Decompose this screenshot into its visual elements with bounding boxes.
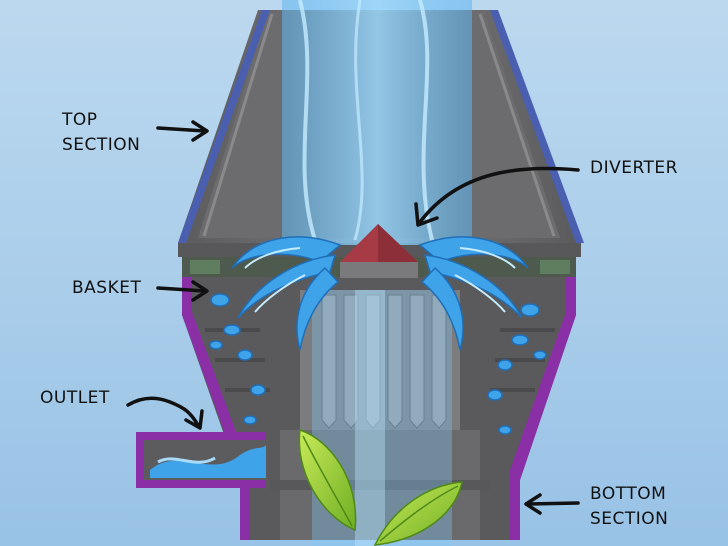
- arrow-outlet: [126, 396, 204, 430]
- label-basket-text: BASKET: [72, 278, 142, 298]
- label-basket: BASKET: [72, 276, 141, 301]
- label-bottom-section-line1: BOTTOM: [590, 484, 667, 504]
- water-splash-highlights: [244, 247, 516, 313]
- arrow-bottom-section: [524, 493, 580, 515]
- label-diverter: DIVERTER: [590, 156, 678, 181]
- leaf-icon: [298, 428, 357, 532]
- outlet-pipe: [136, 432, 268, 488]
- arrow-basket: [156, 280, 209, 302]
- label-top-section-line2: SECTION: [62, 135, 141, 155]
- label-top-section-line1: TOP: [62, 110, 98, 130]
- diverter: [340, 224, 418, 278]
- water-splash: [209, 236, 547, 435]
- arrow-diverter: [414, 166, 580, 227]
- bottom-section: [182, 277, 576, 540]
- label-outlet: OUTLET: [40, 386, 110, 411]
- label-diverter-text: DIVERTER: [590, 158, 678, 178]
- label-bottom-section: BOTTOM SECTION: [590, 482, 668, 532]
- label-top-section: TOP SECTION: [62, 108, 140, 158]
- label-bottom-section-line2: SECTION: [590, 509, 669, 529]
- leaf-icon: [373, 481, 463, 546]
- label-outlet-text: OUTLET: [40, 388, 110, 408]
- arrow-top-section: [156, 120, 209, 142]
